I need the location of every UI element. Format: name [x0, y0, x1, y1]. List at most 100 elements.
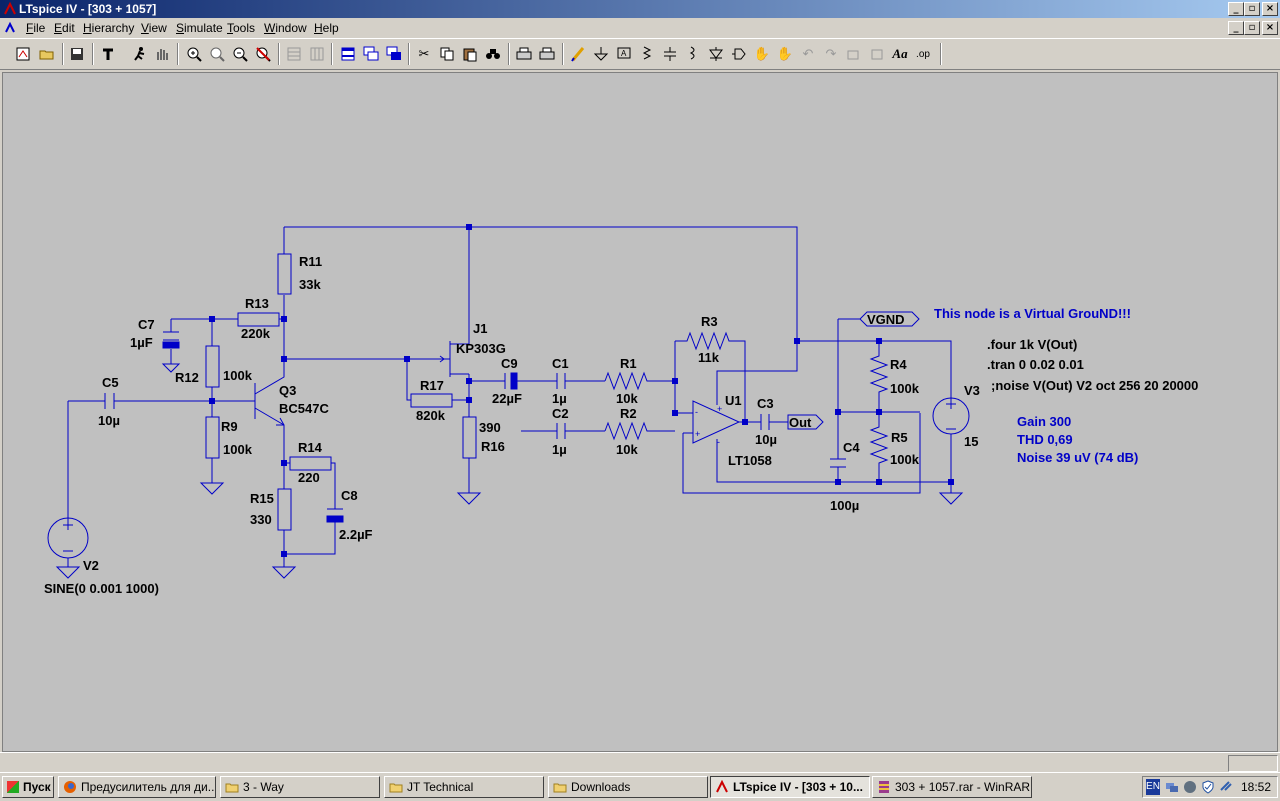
tile-horizontal-icon[interactable]	[284, 44, 304, 64]
label-R17: R17	[420, 378, 444, 393]
shield-icon[interactable]	[1201, 780, 1215, 794]
control-panel-icon[interactable]	[98, 44, 118, 64]
maximize-button[interactable]: ▫	[1244, 2, 1260, 16]
open-icon[interactable]	[37, 44, 57, 64]
cut-icon[interactable]: ✂	[418, 46, 430, 61]
value-R13: 220k	[241, 326, 271, 341]
label-U1: U1	[725, 393, 742, 408]
value-C7: 1µF	[130, 335, 153, 350]
print-icon[interactable]	[537, 44, 557, 64]
label-R9: R9	[221, 419, 238, 434]
value-R4: 100k	[890, 381, 920, 396]
ground-icon[interactable]	[591, 44, 611, 64]
zoom-out-icon[interactable]	[230, 44, 250, 64]
clock: 18:52	[1240, 780, 1271, 794]
folder-icon	[225, 783, 239, 793]
run-icon[interactable]	[130, 44, 150, 64]
label-net-icon[interactable]: A	[614, 44, 634, 64]
svg-text:-: -	[695, 407, 698, 417]
label-R12: R12	[175, 370, 199, 385]
folder-icon	[553, 783, 567, 793]
print-setup-icon[interactable]	[514, 44, 534, 64]
spice-directive-icon[interactable]: .op	[916, 48, 930, 60]
zoom-in-icon[interactable]	[184, 44, 204, 64]
label-R5: R5	[891, 430, 908, 445]
task-firefox[interactable]: Предусилитель для ди...	[58, 776, 216, 798]
label-C7: C7	[138, 317, 155, 332]
text-icon[interactable]: Aa	[892, 46, 908, 61]
task-ltspice[interactable]: LTspice IV - [303 + 10...	[710, 776, 870, 798]
value-R15: 330	[250, 512, 272, 527]
doc-close-button[interactable]: ×	[1262, 21, 1278, 35]
task-folder-jt-technical[interactable]: JT Technical	[384, 776, 544, 798]
move-icon[interactable]: ✋	[753, 46, 771, 61]
doc-minimize-button[interactable]: _	[1228, 21, 1244, 35]
value-R14: 220	[298, 470, 320, 485]
svg-text:-: -	[717, 437, 720, 447]
start-button[interactable]: Пуск	[2, 776, 54, 798]
net-label-vgnd: VGND	[867, 312, 905, 327]
capacitor-icon[interactable]	[660, 44, 680, 64]
mirror-icon[interactable]	[867, 44, 887, 64]
document-icon[interactable]	[3, 21, 17, 35]
menu-edit[interactable]: Edit	[54, 21, 75, 35]
schematic-canvas[interactable]: R11 33k R13 220k C7 1µF R12 100k C5 10µ …	[2, 72, 1278, 752]
component-icon[interactable]	[729, 44, 749, 64]
label-C2: C2	[552, 406, 569, 421]
language-indicator[interactable]: EN	[1146, 779, 1160, 795]
label-C1: C1	[552, 356, 569, 371]
copy-icon[interactable]	[437, 44, 457, 64]
title-bar[interactable]: LTspice IV - [303 + 1057] _ ▫ ×	[0, 0, 1280, 18]
wire-icon[interactable]	[568, 44, 588, 64]
redo-icon[interactable]: ↷	[825, 46, 837, 61]
taskbar: Пуск Предусилитель для ди... 3 - Way JT …	[0, 772, 1280, 801]
menu-file[interactable]: File	[26, 21, 46, 35]
resistor-icon[interactable]	[637, 44, 657, 64]
menu-simulate[interactable]: Simulate	[176, 21, 223, 35]
ltspice-icon	[716, 780, 728, 793]
value-R1: 10k	[616, 391, 638, 406]
value-R3: 11k	[698, 350, 720, 365]
task-folder-3way[interactable]: 3 - Way	[220, 776, 380, 798]
task-folder-downloads[interactable]: Downloads	[548, 776, 708, 798]
doc-restore-button[interactable]: ▫	[1244, 21, 1260, 35]
label-R2: R2	[620, 406, 637, 421]
directive-four: .four 1k V(Out)	[987, 337, 1077, 352]
diode-icon[interactable]	[706, 44, 726, 64]
comment-virtual-ground: This node is a Virtual GrouND!!!	[934, 306, 1131, 321]
pan-icon[interactable]	[152, 44, 172, 64]
value-C9: 22µF	[492, 391, 522, 406]
svg-text:+: +	[695, 429, 700, 439]
menu-hierarchy[interactable]: Hierarchy	[83, 21, 135, 35]
menu-window[interactable]: Window	[264, 21, 307, 35]
find-icon[interactable]	[483, 44, 503, 64]
close-all-icon[interactable]	[384, 44, 404, 64]
new-schematic-icon[interactable]	[13, 44, 33, 64]
save-icon[interactable]	[67, 44, 87, 64]
rotate-icon[interactable]	[844, 44, 864, 64]
label-C5: C5	[102, 375, 119, 390]
value-R2: 10k	[616, 442, 638, 457]
menu-tools[interactable]: Tools	[227, 21, 256, 35]
window-cascade-icon[interactable]	[361, 44, 381, 64]
security-icon[interactable]	[1183, 780, 1197, 794]
comment-noise: Noise 39 uV (74 dB)	[1017, 450, 1138, 465]
menu-help[interactable]: Help	[314, 21, 339, 35]
value-C4: 100µ	[830, 498, 859, 513]
paste-icon[interactable]	[460, 44, 480, 64]
undo-icon[interactable]: ↶	[802, 46, 814, 61]
tile-vertical-icon[interactable]	[307, 44, 327, 64]
label-R16: R16	[481, 439, 505, 454]
zoom-area-icon[interactable]	[207, 44, 227, 64]
close-button[interactable]: ×	[1262, 2, 1278, 16]
minimize-button[interactable]: _	[1228, 2, 1244, 16]
usb-icon[interactable]	[1219, 780, 1233, 794]
network-icon[interactable]	[1165, 780, 1179, 794]
menu-view[interactable]: View	[141, 21, 167, 35]
inductor-icon[interactable]	[683, 44, 703, 64]
drag-icon[interactable]: ✋	[776, 46, 794, 61]
window-tile-icon[interactable]	[338, 44, 358, 64]
value-R5: 100k	[890, 452, 920, 467]
task-winrar[interactable]: 303 + 1057.rar - WinRAR	[872, 776, 1032, 798]
zoom-cancel-icon[interactable]	[253, 44, 273, 64]
